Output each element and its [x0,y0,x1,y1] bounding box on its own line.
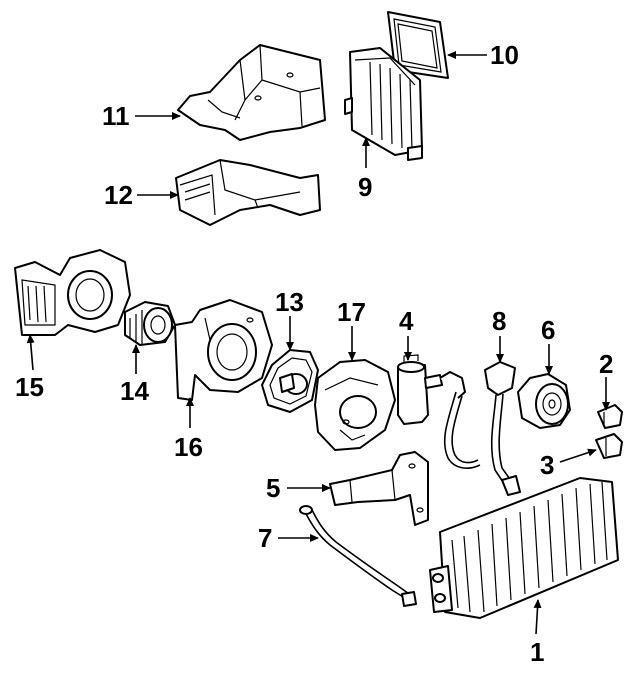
part-13-resistor [261,349,319,413]
callout-5: 5 [266,473,280,503]
callout-11: 11 [102,101,130,131]
callout-1: 1 [530,637,544,667]
leader-lines [26,51,610,635]
part-17-blower-cover [314,359,396,451]
callout-15: 15 [15,372,44,402]
part-6-compressor [517,373,571,429]
callout-7: 7 [258,523,272,553]
part-1-condenser [429,477,619,619]
callout-16: 16 [174,432,203,462]
callout-2: 2 [599,349,613,379]
part-15-blower-case [14,249,131,336]
callout-labels: 1 2 3 4 5 6 7 8 9 10 11 12 13 14 15 16 1… [15,40,613,667]
callout-10: 10 [490,40,519,70]
part-2-switch [597,404,623,429]
callout-3: 3 [540,450,554,480]
part-10-filter [387,11,449,79]
callout-14: 14 [120,376,149,406]
callout-13: 13 [275,287,304,317]
leader-15 [26,334,35,371]
part-16-blower-housing [174,299,273,401]
callout-6: 6 [541,315,555,345]
leader-3 [559,448,597,463]
part-9-evaporator-core [344,47,423,161]
part-4-accumulator [397,354,443,425]
part-11-upper-duct [177,44,326,141]
callout-9: 9 [358,172,372,202]
callout-12: 12 [104,180,133,210]
callout-4: 4 [399,306,414,336]
part-14-blower-motor [124,301,176,346]
callout-17: 17 [337,297,366,327]
part-12-lower-duct [175,159,321,226]
callout-8: 8 [492,306,506,336]
part-5-bracket [329,451,429,526]
part-8-hose [439,361,521,496]
leader-1 [533,599,542,635]
part-3-switch [595,433,623,459]
part-7-tube [299,505,417,607]
